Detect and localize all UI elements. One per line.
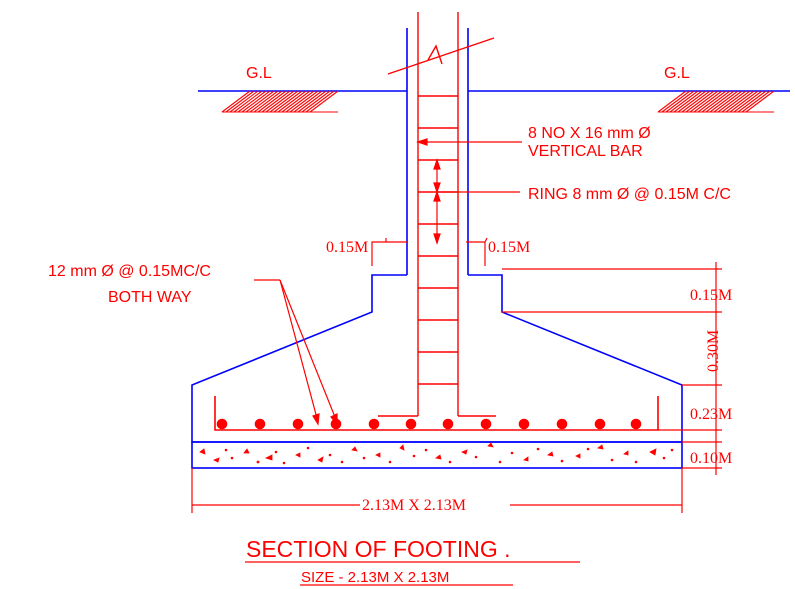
dim-slope-label: 0.30M (705, 330, 722, 372)
break-line (387, 37, 495, 75)
leaders (191, 138, 722, 586)
vertical-bar-label: 8 NO X 16 mm Ø (528, 125, 651, 142)
offset-label-right: 0.15M (488, 239, 530, 256)
ring-label: RING 8 mm Ø @ 0.15M C/C (528, 186, 731, 203)
ground-level-label-left: G.L (246, 65, 272, 82)
break-zigzag (427, 44, 443, 65)
pcc-bed (191, 441, 683, 469)
ground-hatch-left (221, 90, 339, 113)
vertical-bar-label-2: VERTICAL BAR (528, 143, 643, 160)
offset-label-left: 0.15M (326, 239, 368, 256)
mesh-label-2: BOTH WAY (108, 289, 192, 306)
dim-pedestal-label: 0.15M (690, 287, 732, 304)
footing-profile (191, 274, 683, 443)
dim-pcc-label: 0.10M (690, 450, 732, 467)
pcc-aggregate-pattern (199, 442, 674, 465)
mesh-reinforcement (214, 396, 659, 431)
column-rings (418, 95, 458, 385)
concrete-outline (191, 28, 790, 469)
dim-base-label: 0.23M (690, 406, 732, 423)
drawing-subtitle: SIZE - 2.13M X 2.13M (301, 569, 449, 586)
mesh-bar (214, 396, 659, 431)
ground-level-label-right: G.L (664, 65, 690, 82)
dim-width-label: 2.13M X 2.13M (362, 497, 466, 514)
ground-hatch-right (657, 90, 775, 113)
mesh-label: 12 mm Ø @ 0.15MC/C (48, 263, 211, 280)
dim-width-label-bg (360, 495, 510, 513)
drawing-title: SECTION OF FOOTING . (246, 536, 511, 562)
column-reinforcement (378, 12, 496, 417)
